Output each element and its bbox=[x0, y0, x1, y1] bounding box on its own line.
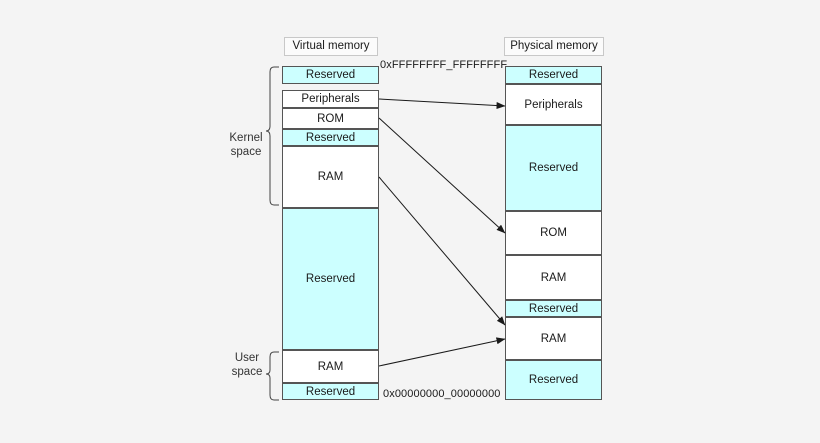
memory-block-label: Peripherals bbox=[524, 98, 583, 111]
memory-block-reserved: Reserved bbox=[282, 129, 379, 146]
memory-block-reserved: Reserved bbox=[505, 360, 602, 400]
memory-block-peripherals: Peripherals bbox=[282, 90, 379, 108]
memory-block-label: ROM bbox=[540, 227, 567, 239]
memory-block-rom: ROM bbox=[282, 108, 379, 129]
virtual-memory-title: Virtual memory bbox=[284, 37, 378, 56]
memory-block-reserved: Reserved bbox=[282, 66, 379, 84]
memory-block-ram: RAM bbox=[505, 255, 602, 300]
memory-block-label: Reserved bbox=[528, 162, 579, 174]
memory-block-label: RAM bbox=[540, 271, 567, 284]
memory-block-label: Reserved bbox=[305, 385, 356, 398]
memory-block-peripherals: Peripherals bbox=[505, 84, 602, 125]
rom-mapping bbox=[378, 117, 506, 234]
kernel-ram-mapping bbox=[378, 176, 506, 326]
memory-block-label: RAM bbox=[317, 360, 344, 373]
memory-block-ram: RAM bbox=[505, 317, 602, 360]
memory-block-label: Reserved bbox=[305, 131, 356, 144]
memory-block-label: RAM bbox=[317, 171, 344, 183]
user-space-label: User space bbox=[231, 352, 263, 378]
memory-block-label: Reserved bbox=[305, 69, 356, 81]
memory-block-label: Peripherals bbox=[301, 93, 360, 105]
memory-block-label: RAM bbox=[540, 332, 567, 345]
address-label-bottom: 0x00000000_00000000 bbox=[383, 388, 501, 400]
physical-memory-title: Physical memory bbox=[504, 37, 604, 56]
peripherals-mapping bbox=[378, 98, 506, 110]
kernel-space-label: Kernel space bbox=[229, 132, 263, 158]
memory-block-label: Reserved bbox=[305, 273, 356, 285]
memory-block-reserved: Reserved bbox=[505, 300, 602, 317]
memory-block-reserved: Reserved bbox=[505, 66, 602, 84]
memory-block-label: ROM bbox=[317, 112, 344, 125]
memory-block-reserved: Reserved bbox=[282, 383, 379, 400]
memory-block-label: Reserved bbox=[528, 69, 579, 81]
memory-block-label: Reserved bbox=[528, 302, 579, 315]
user-ram-mapping bbox=[378, 337, 506, 367]
memory-block-reserved: Reserved bbox=[282, 208, 379, 350]
memory-block-rom: ROM bbox=[505, 211, 602, 255]
address-label-top: 0xFFFFFFFF_FFFFFFFF bbox=[380, 59, 508, 71]
memory-block-ram: RAM bbox=[282, 146, 379, 208]
memory-block-reserved: Reserved bbox=[505, 125, 602, 211]
memory-block-ram: RAM bbox=[282, 350, 379, 383]
memory-block-label: Reserved bbox=[528, 374, 579, 386]
